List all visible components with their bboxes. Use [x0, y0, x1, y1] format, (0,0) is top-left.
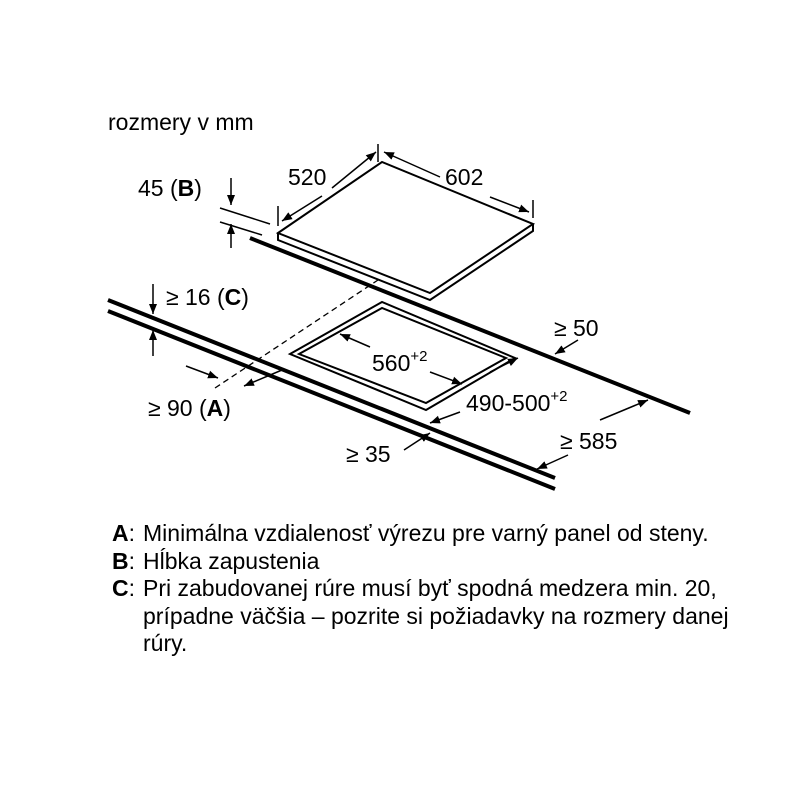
legend-item-c: C: Pri zabudovanej rúre musí byť spodná …: [112, 575, 772, 658]
side-clearance-label: ≥ 50: [554, 315, 599, 341]
projection-dashed-line: [214, 279, 379, 389]
worktop-depth-arrow: [599, 399, 649, 421]
legend-colon: :: [128, 575, 136, 601]
cutout-width-label: 560+2: [372, 348, 427, 376]
worktop-back-edge: [249, 236, 691, 415]
legend-text: Minimálna vzdialenosť výrezu pre varný p…: [143, 520, 709, 546]
cutout-width-arrow: [429, 371, 463, 385]
legend-colon: :: [128, 547, 136, 574]
recess-depth-label: 45 (B): [138, 175, 202, 201]
side-clearance-arrow: [554, 339, 579, 355]
legend-item-a: A: Minimálna vzdialenosť výrezu pre varn…: [112, 520, 772, 548]
units-label: rozmery v mm: [108, 109, 254, 135]
worktop-depth-arrow: [536, 454, 569, 470]
front-clearance-arrow: [403, 432, 431, 451]
legend-key: C: [112, 575, 129, 601]
worktop-bottom-edge: [107, 309, 556, 491]
front-clearance-label: ≥ 35: [346, 441, 391, 467]
cutout-inner-outline: [296, 306, 509, 405]
recess-ext-line: [219, 221, 263, 236]
legend-text: Hĺbka zapustenia: [143, 547, 320, 574]
cutout-depth-label: 490-500+2: [466, 388, 568, 416]
legend-item-b: B: Hĺbka zapustenia: [112, 548, 772, 576]
worktop-depth-label: ≥ 585: [560, 428, 617, 454]
hob-depth-label: 520: [288, 164, 326, 190]
hob-width-label: 602: [445, 164, 483, 190]
hob-width-arrow: [383, 151, 441, 178]
legend-text: Pri zabudovanej rúre musí byť spodná med…: [143, 575, 729, 656]
legend-key: B: [112, 547, 129, 574]
legend-key: A: [112, 520, 129, 546]
worktop-top-edge: [107, 298, 556, 480]
cutout-width-arrow: [339, 333, 371, 348]
hob-depth-arrow: [281, 195, 323, 222]
recess-ext-line: [219, 207, 271, 225]
wall-clearance-arrow: [243, 369, 283, 387]
cutout-depth-arrow: [429, 411, 461, 424]
hob-width-arrow: [489, 196, 530, 213]
gap-below-label: ≥ 16 (C): [166, 284, 249, 310]
legend-colon: :: [128, 520, 136, 546]
hob-panel-edge: [277, 224, 534, 302]
cutout-depth-arrow: [489, 357, 519, 373]
hob-depth-arrow: [331, 151, 377, 189]
wall-clearance-arrow: [185, 365, 219, 379]
legend: A: Minimálna vzdialenosť výrezu pre varn…: [112, 520, 772, 658]
wall-clearance-label: ≥ 90 (A): [148, 395, 231, 421]
